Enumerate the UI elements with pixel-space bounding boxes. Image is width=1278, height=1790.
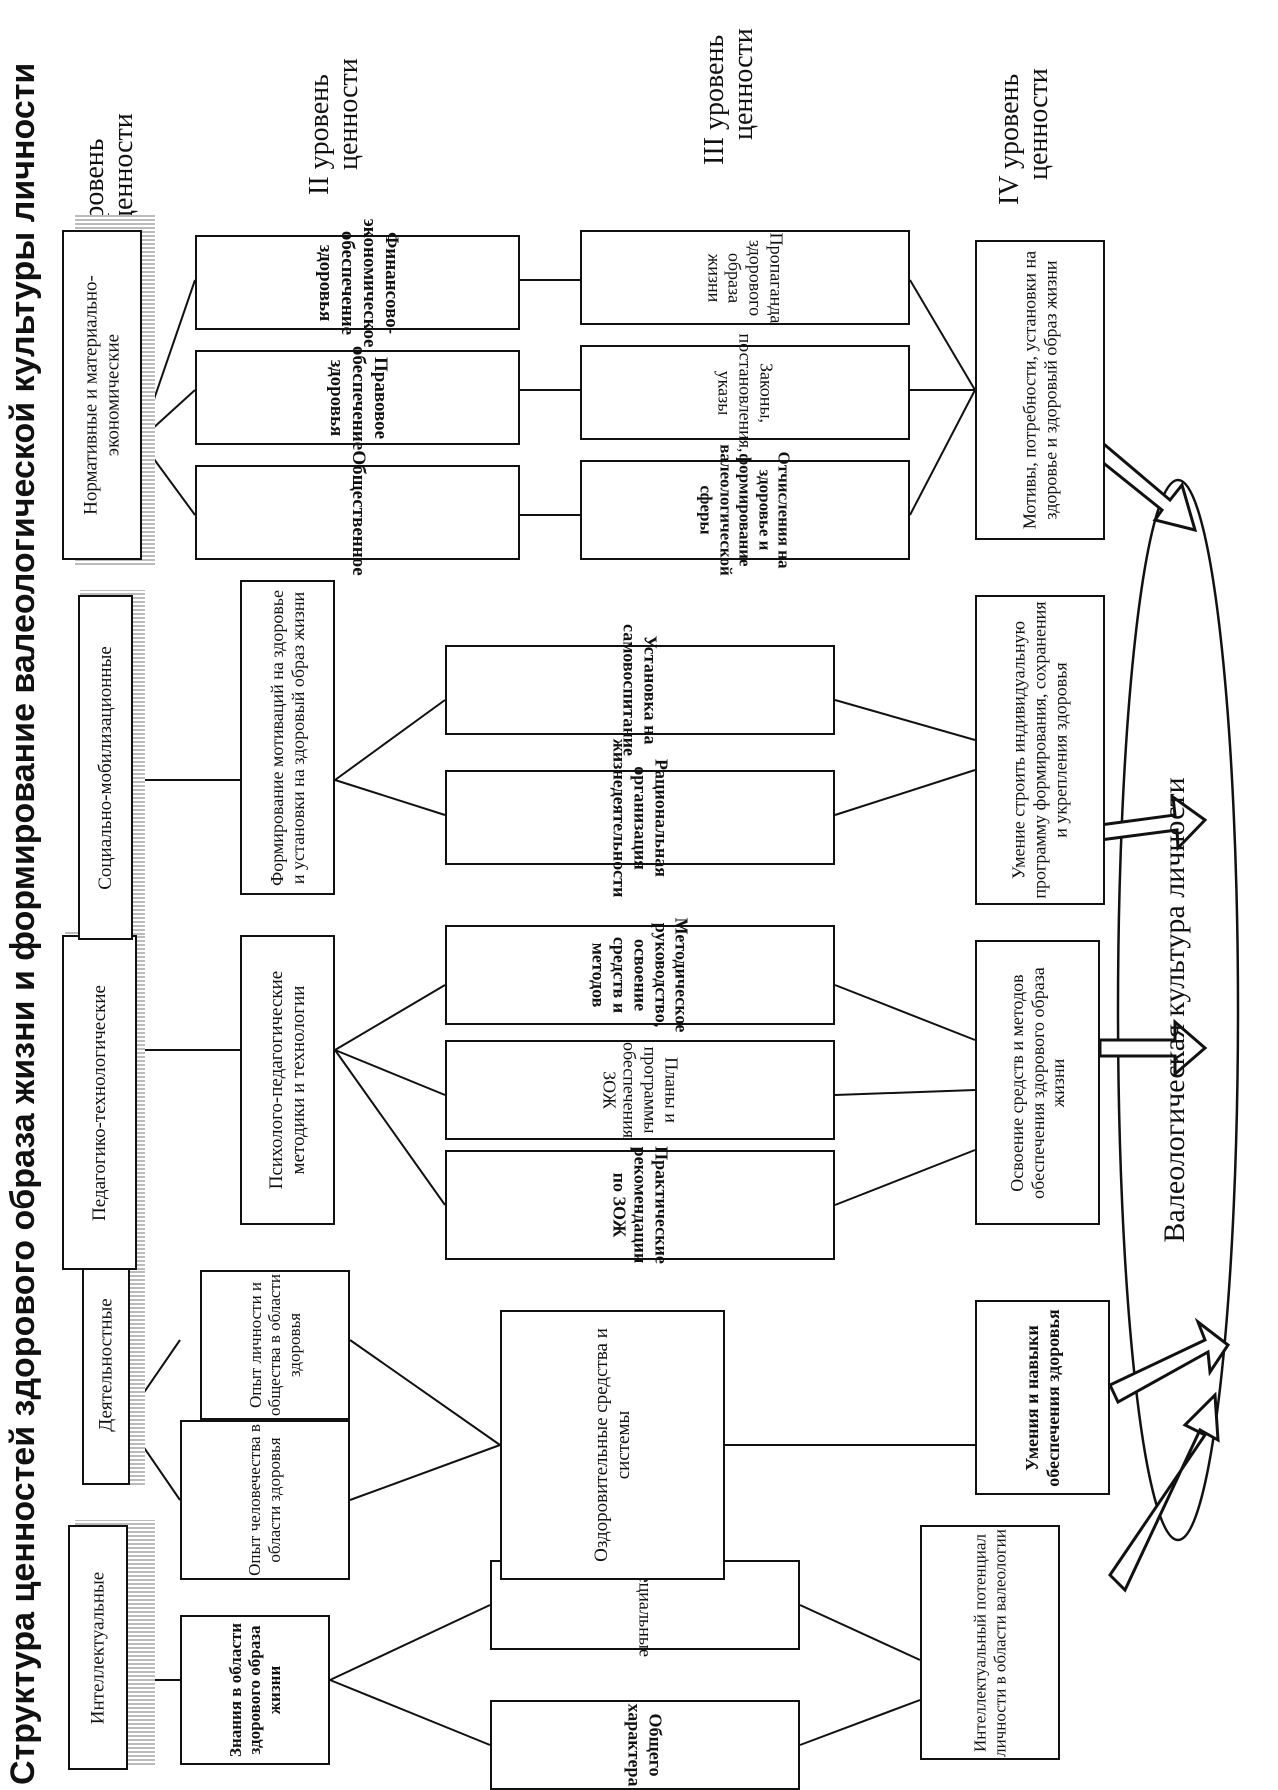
box-plans: Планы и программы обеспечения ЗОЖ (445, 1040, 835, 1140)
box-motivation: Формирование мотиваций на здоровье и уст… (240, 580, 335, 895)
box-health-means-text: Оздоровительные средства и системы (590, 1328, 634, 1562)
box-practical: Практические рекомендации по ЗОЖ (445, 1146, 835, 1264)
box-humanity-experience: Опыт человечества в области здоровья (180, 1420, 350, 1580)
box-rational: Рациональная организация жизнедеятельнос… (445, 738, 835, 897)
box-deductions-text: Отчисления на здоровье и формирование ва… (696, 444, 794, 576)
category-pedagogical: Педагогико-технологические (62, 935, 137, 1270)
level-4-line2: ценности (1023, 68, 1055, 180)
box-legal: Правовое обеспечение здоровья (195, 345, 520, 450)
box-general: Общего характера (490, 1700, 800, 1790)
box-propaganda: Пропаганда здорового образа жизни (580, 230, 910, 325)
level-3-line2: ценности (728, 28, 760, 140)
level-3-line1: III уровень (699, 34, 730, 165)
box-motivation-text: Формирование мотиваций на здоровье и уст… (266, 589, 308, 886)
box-self-education: Установка на самовоспитание (445, 624, 835, 756)
box-laws-text: Законы, постановления, указы (714, 332, 777, 453)
box-financial-text: Финансово-экономическое обеспечение здор… (314, 218, 402, 347)
box-social: Общественное (195, 449, 520, 576)
box-personal-experience: Опыт личности и общества в области здоро… (200, 1270, 350, 1420)
category-intellectual-label: Интеллектуальные (87, 1571, 109, 1724)
box-intellectual-potential-text: Интеллектуальный потенциал личности в об… (970, 1528, 1009, 1757)
box-skills: Умения и навыки обеспечения здоровья (975, 1300, 1110, 1495)
box-plans-text: Планы и программы обеспечения ЗОЖ (599, 1041, 682, 1139)
category-normative-label: Нормативные и материально-экономические (80, 275, 123, 515)
box-practical-text: Практические рекомендации по ЗОЖ (609, 1146, 672, 1264)
box-humanity-experience-text: Опыт человечества в области здоровья (245, 1424, 284, 1576)
box-rational-text: Рациональная организация жизнедеятельнос… (609, 738, 672, 897)
page-title: Структура ценностей здорового образа жиз… (4, 63, 43, 1785)
level-2-line2: ценности (333, 58, 365, 170)
box-mastering: Освоение средств и методов обеспечения з… (975, 940, 1100, 1225)
category-intellectual: Интеллектуальные (68, 1525, 128, 1770)
box-health-means: Оздоровительные средства и системы (500, 1310, 725, 1580)
box-personal-experience-text: Опыт личности и общества в области здоро… (245, 1274, 304, 1416)
box-skills-text: Умения и навыки обеспечения здоровья (1021, 1308, 1063, 1487)
box-mastering-text: Освоение средств и методов обеспечения з… (1006, 966, 1068, 1199)
box-propaganda-text: Пропаганда здорового образа жизни (704, 232, 787, 323)
category-activity: Деятельностные (82, 1245, 130, 1485)
box-motives: Мотивы, потребности, установки на здоров… (975, 240, 1105, 540)
level-4-line1: IV уровень (994, 73, 1025, 205)
result-label: Валеологическая культура личности (1157, 777, 1191, 1243)
box-ability: Умение строить индивидуальную программу … (975, 595, 1105, 905)
level-3-heading: III уровень ценности (699, 28, 760, 165)
category-social: Социально-мобилизационные (78, 595, 133, 940)
level-4-heading: IV уровень ценности (994, 68, 1055, 205)
box-psycho-pedagogical: Психолого-педагогические методики и техн… (240, 935, 335, 1225)
level-2-heading: II уровень ценности (304, 58, 365, 195)
category-pedagogical-label: Педагогико-технологические (88, 984, 110, 1221)
box-methodical-text: Методическое руководство, освоение средс… (588, 917, 692, 1033)
category-social-label: Социально-мобилизационные (94, 645, 116, 890)
title-text: Структура ценностей здорового образа жиз… (4, 62, 42, 1785)
box-knowledge-text: Знания в области здорового образа жизни (225, 1622, 284, 1758)
box-general-text: Общего характера (625, 1703, 666, 1787)
box-deductions: Отчисления на здоровье и формирование ва… (580, 444, 910, 576)
category-activity-label: Деятельностные (95, 1298, 117, 1432)
box-psycho-pedagogical-text: Психолого-педагогические методики и техн… (265, 970, 309, 1190)
category-normative: Нормативные и материально-экономические (62, 230, 142, 560)
box-social-text: Общественное (347, 449, 369, 576)
box-ability-text: Умение строить индивидуальную программу … (1008, 601, 1071, 899)
box-motives-text: Мотивы, потребности, установки на здоров… (1019, 250, 1060, 530)
box-self-education-text: Установка на самовоспитание (620, 624, 661, 756)
level-2-line1: II уровень (304, 74, 335, 195)
box-intellectual-potential: Интеллектуальный потенциал личности в об… (920, 1525, 1060, 1760)
box-legal-text: Правовое обеспечение здоровья (325, 345, 391, 450)
box-laws: Законы, постановления, указы (580, 332, 910, 453)
box-financial: Финансово-экономическое обеспечение здор… (195, 218, 520, 347)
box-methodical: Методическое руководство, освоение средс… (445, 917, 835, 1033)
box-knowledge: Знания в области здорового образа жизни (180, 1615, 330, 1765)
result-area: Валеологическая культура личности (1140, 480, 1210, 1540)
